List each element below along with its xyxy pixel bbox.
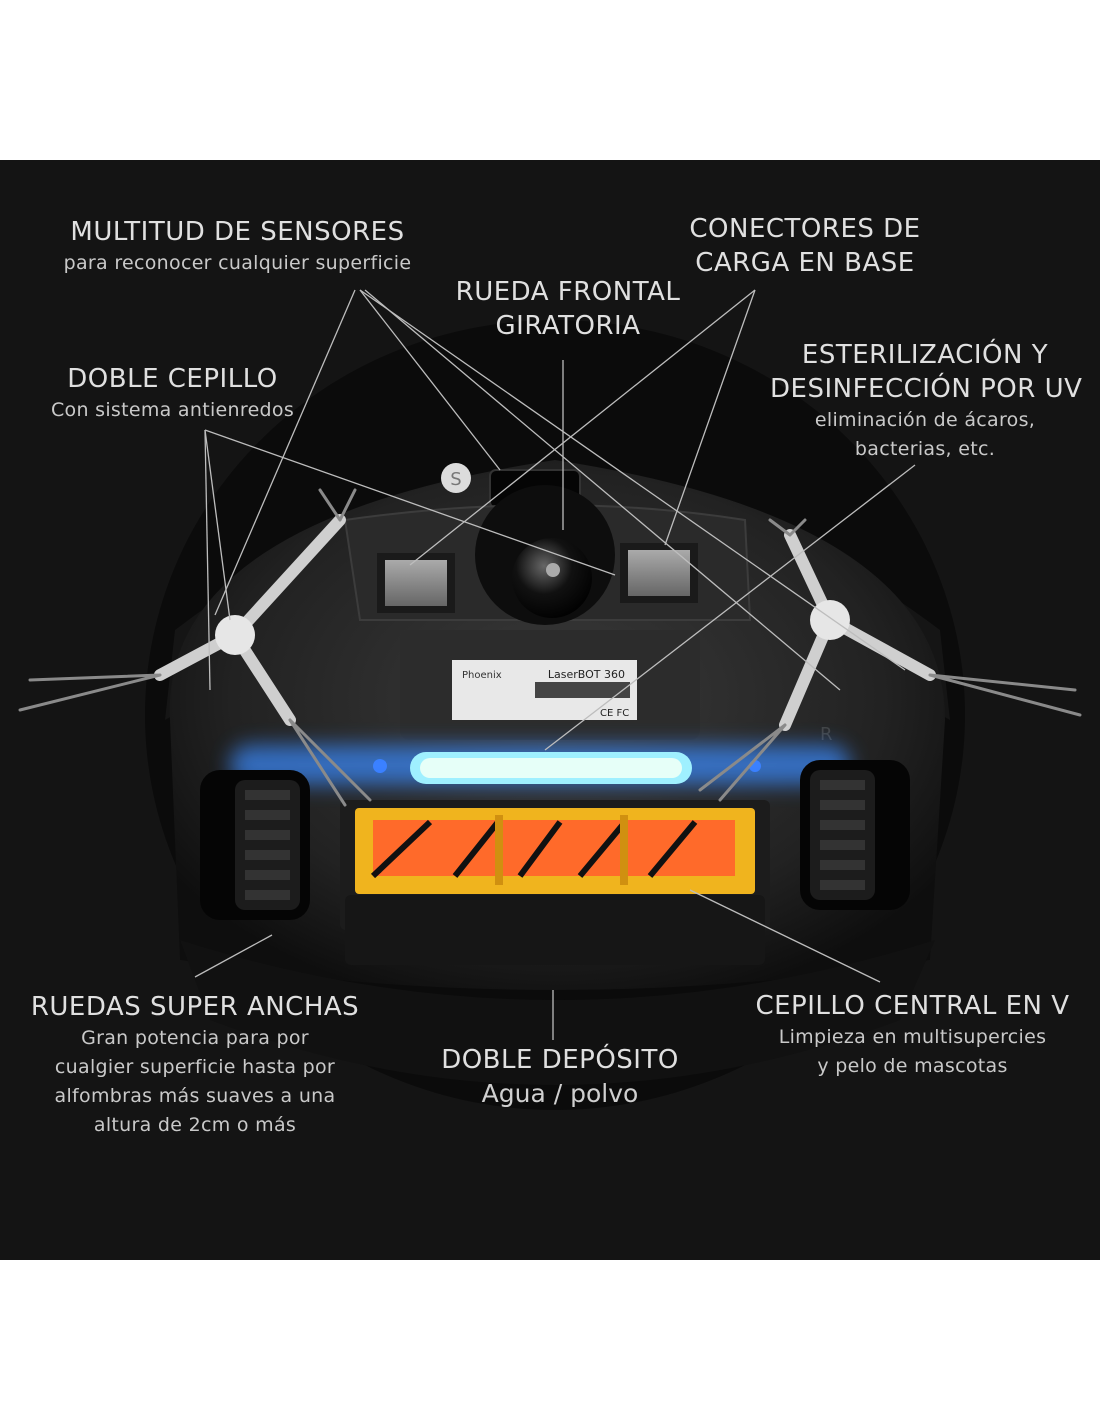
side-brush-left — [18, 488, 372, 807]
product-brand: Phoenix — [462, 670, 502, 681]
callout-sensors-sub: para reconocer cualquier superficie — [63, 252, 412, 274]
front-wheel-hub — [546, 563, 560, 577]
callout-tank-sub: Agua / polvo — [481, 1079, 639, 1108]
callout-wheels-title: RUEDAS SUPER ANCHAS — [30, 992, 360, 1022]
callout-uv-title-1: ESTERILIZACIÓN Y — [801, 340, 1049, 370]
body-letter: R — [820, 724, 833, 745]
uv-lamp-core — [420, 758, 682, 778]
top-button — [441, 463, 471, 493]
product-model: LaserBOT 360 — [548, 668, 625, 681]
callout-connectors-title-2: CARGA EN BASE — [695, 248, 915, 278]
main-brush-divider-left — [495, 815, 503, 885]
charging-contact-left-plate — [385, 560, 447, 606]
charging-contact-right-plate — [628, 550, 690, 596]
infographic-panel: S Phoenix LaserBOT 360 CE FC R — [0, 160, 1100, 1260]
callout-double-brush-title: DOBLE CEPILLO — [67, 364, 278, 394]
callout-double-brush: DOBLE CEPILLO Con sistema antienredos — [30, 362, 315, 425]
front-wheel — [512, 538, 592, 618]
callout-wheels-sub-2: cualgier superficie hasta por — [54, 1056, 336, 1078]
dust-bin — [345, 895, 765, 965]
callout-uv-title-2: DESINFECCIÓN POR UV — [770, 374, 1083, 404]
callout-connectors-title-1: CONECTORES DE — [689, 214, 921, 244]
callout-front-wheel-title-1: RUEDA FRONTAL — [455, 277, 681, 307]
callout-front-wheel-title-2: GIRATORIA — [495, 311, 641, 341]
robot-vacuum-illustration: S Phoenix LaserBOT 360 CE FC R — [18, 289, 1082, 1110]
callout-wheels-sub-1: Gran potencia para por — [81, 1027, 309, 1049]
left-drive-wheel — [200, 770, 310, 920]
side-brush-right — [698, 518, 1082, 802]
product-certifications: CE FC — [600, 708, 629, 719]
callout-central-brush-title: CEPILLO CENTRAL EN V — [755, 991, 1070, 1021]
callout-central-brush-sub-1: Limpieza en multisupercies — [778, 1026, 1047, 1048]
callout-central-brush: CEPILLO CENTRAL EN V Limpieza en multisu… — [740, 989, 1085, 1081]
callout-uv-sub-2: bacterias, etc. — [854, 438, 996, 460]
callout-uv: ESTERILIZACIÓN Y DESINFECCIÓN POR UV eli… — [770, 338, 1083, 464]
top-button-letter: S — [450, 469, 461, 490]
right-drive-wheel — [800, 760, 910, 910]
callout-tank: DOBLE DEPÓSITO Agua / polvo — [420, 1043, 700, 1111]
callout-tank-title: DOBLE DEPÓSITO — [441, 1045, 679, 1075]
callout-wheels-sub-3: alfombras más suaves a una — [54, 1085, 336, 1107]
product-barcode — [535, 682, 630, 698]
main-brush-blades — [370, 819, 698, 879]
robot-lower-skirt — [180, 940, 935, 1085]
callout-central-brush-sub-2: y pelo de mascotas — [817, 1055, 1008, 1077]
callout-double-brush-sub: Con sistema antienredos — [50, 399, 295, 421]
main-brush-divider-right — [620, 815, 628, 885]
callout-uv-sub-1: eliminación de ácaros, — [814, 409, 1036, 431]
callout-front-wheel: RUEDA FRONTAL GIRATORIA — [418, 275, 718, 343]
callout-sensors: MULTITUD DE SENSORES para reconocer cual… — [40, 215, 435, 278]
callout-wheels-sub-4: altura de 2cm o más — [93, 1114, 297, 1136]
callout-sensors-title: MULTITUD DE SENSORES — [70, 217, 405, 247]
callout-wheels: RUEDAS SUPER ANCHAS Gran potencia para p… — [25, 990, 365, 1140]
callout-lines — [194, 289, 916, 1040]
callout-connectors: CONECTORES DE CARGA EN BASE — [650, 212, 960, 280]
